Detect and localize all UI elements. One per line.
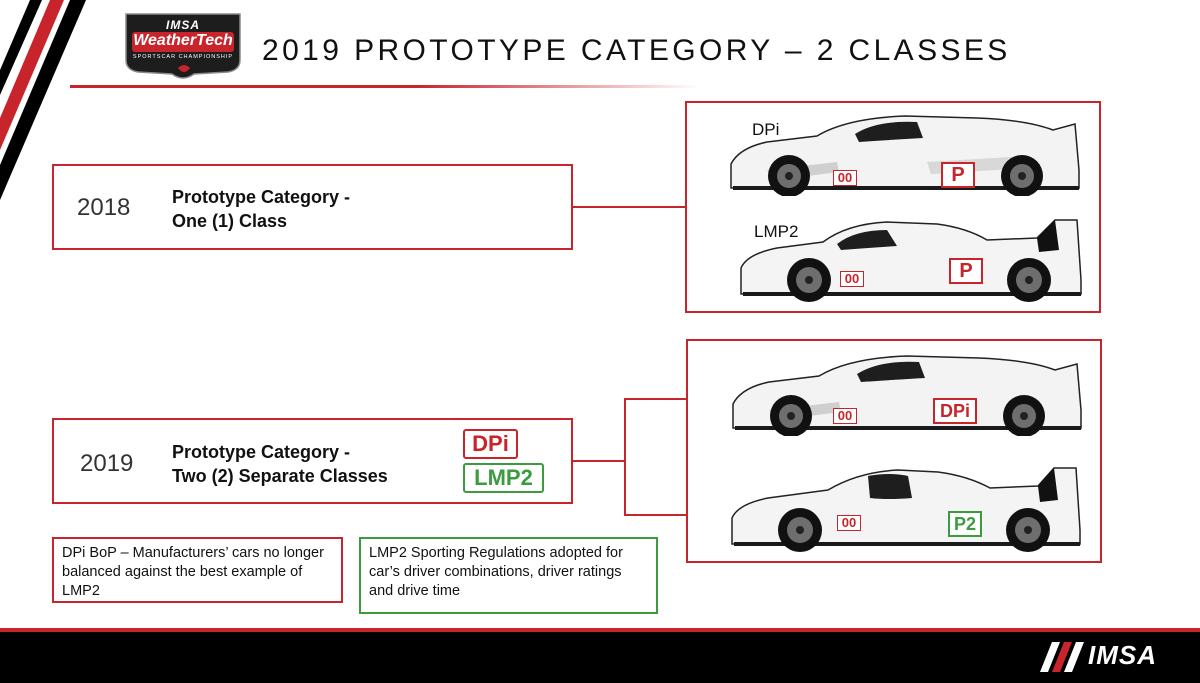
car-label-dpi: DPi — [752, 120, 780, 139]
car-label-lmp2: LMP2 — [754, 222, 799, 241]
lmp2-regulations-note: LMP2 Sporting Regulations adopted for ca… — [359, 537, 658, 614]
dpi-bop-note: DPi BoP – Manufacturers’ cars no longer … — [52, 537, 343, 603]
car-lmp2-2018-number: 00 — [840, 271, 864, 287]
car-lmp2-2019-number: 00 — [837, 515, 861, 531]
car-dpi-2018-illustration — [730, 115, 1080, 196]
title-underline — [70, 85, 700, 88]
corner-stripes-decoration — [0, 0, 86, 200]
footer-imsa-logo: IMSA — [1088, 640, 1157, 670]
season-2018-description-line2: One (1) Class — [172, 211, 288, 231]
car-lmp2-2019-illustration — [731, 467, 1081, 552]
car-dpi-2019-illustration — [732, 355, 1082, 436]
connector-2018-horizontal — [572, 206, 685, 208]
connector-2019-top-branch — [624, 398, 687, 400]
logo-subtitle-text: SPORTSCAR CHAMPIONSHIP — [132, 54, 234, 60]
connector-2019-horizontal — [573, 460, 625, 462]
weathertech-championship-logo: IMSA WeatherTech SPORTSCAR CHAMPIONSHIP — [122, 12, 244, 80]
car-dpi-2019-number: 00 — [833, 408, 857, 424]
season-2018-box — [52, 164, 573, 250]
season-2018-description-line1: Prototype Category - — [172, 187, 351, 207]
dpi-class-badge: DPi — [463, 429, 518, 459]
connector-2019-bottom-branch — [624, 514, 687, 516]
car-lmp2-2018-class-plate: P — [949, 258, 983, 284]
footer-bar: IMSA — [0, 628, 1200, 683]
car-dpi-2019-class-plate: DPi — [933, 398, 977, 424]
car-dpi-2018-number: 00 — [833, 170, 857, 186]
imsa-slash-mark-icon — [1040, 642, 1084, 672]
lmp2-class-badge: LMP2 — [463, 463, 544, 493]
car-dpi-2018-class-plate: P — [941, 162, 975, 188]
season-2019-year: 2019 — [80, 450, 134, 477]
season-2019-description-line1: Prototype Category - — [172, 442, 351, 462]
season-2018-year: 2018 — [77, 194, 131, 221]
footer-red-stripe — [0, 628, 1200, 632]
logo-weathertech-text: WeatherTech — [133, 32, 233, 49]
car-lmp2-2019-class-plate: P2 — [948, 511, 982, 537]
page-title: 2019 PROTOTYPE CATEGORY – 2 CLASSES — [262, 34, 1011, 67]
season-2019-description-line2: Two (2) Separate Classes — [172, 466, 388, 486]
car-lmp2-2018-illustration — [740, 219, 1082, 302]
connector-2019-vertical — [624, 398, 626, 516]
logo-imsa-text: IMSA — [166, 18, 200, 32]
